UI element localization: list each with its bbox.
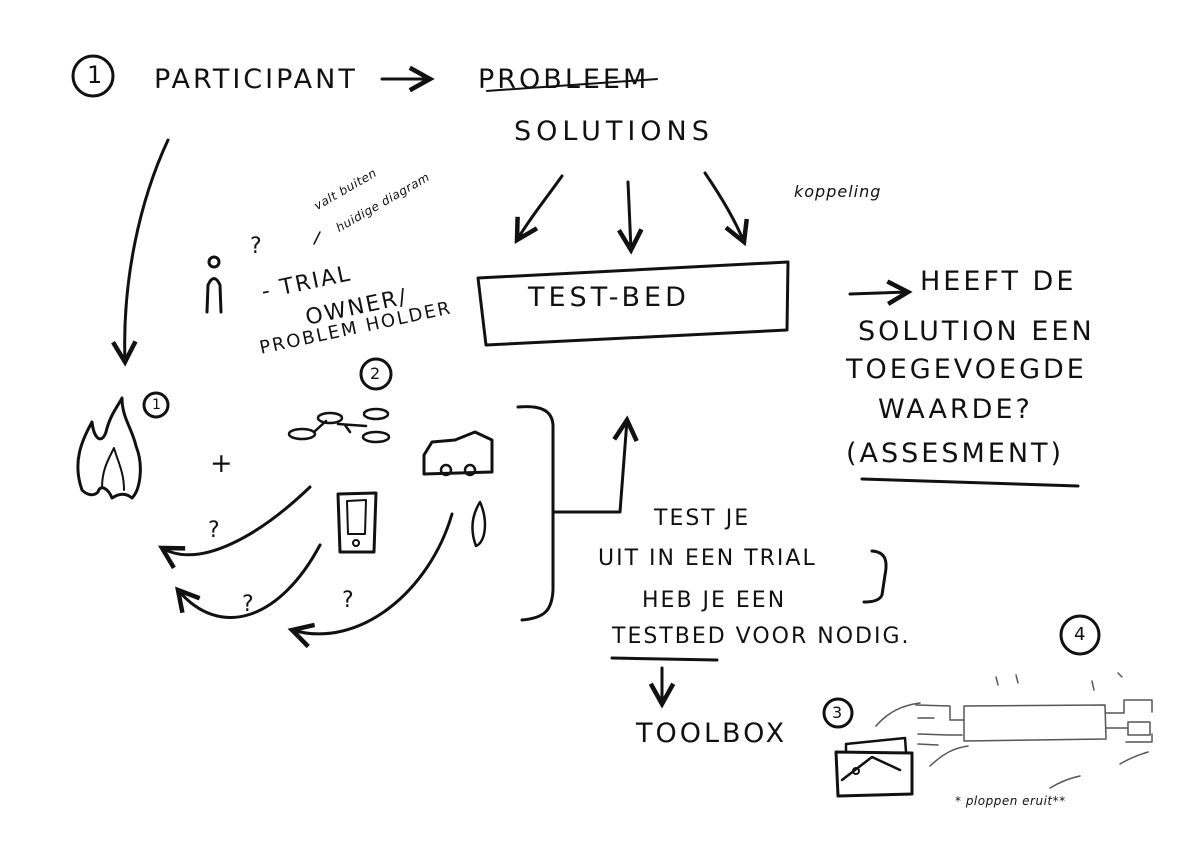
- marker-four-circle: [1059, 614, 1101, 656]
- assessment-line3: TOEGEVOEGDE: [846, 354, 1087, 385]
- connector-bar: [963, 704, 1107, 742]
- testbed-underline: [610, 656, 719, 662]
- car-icon: [422, 430, 494, 476]
- solutions-label: SOLUTIONS: [514, 116, 714, 147]
- marker-three-circle: [822, 697, 854, 729]
- assessment-line2: SOLUTION EEN: [858, 316, 1095, 347]
- drone-icon: [287, 407, 391, 444]
- assessment-underline: [860, 477, 1080, 488]
- person-icon-body: [205, 277, 223, 314]
- toolbox-icon-handle: [840, 755, 902, 782]
- marker-one-circle: [142, 391, 170, 419]
- note-bracket: [862, 549, 888, 604]
- solutions-bracket: [516, 405, 555, 622]
- marker-two-circle: [359, 357, 393, 391]
- curve-arrow-one: [162, 485, 312, 555]
- marker-three-number: 3: [832, 703, 843, 722]
- motion-lines-top: [995, 672, 1123, 691]
- participant-down-arrow: [125, 138, 170, 362]
- assessment-arrow: [848, 292, 908, 294]
- plus-sign: +: [210, 448, 236, 479]
- tablet-button: [352, 539, 360, 547]
- assessment-line1: HEEFT DE: [920, 266, 1077, 297]
- person-figure-icon: [471, 500, 487, 548]
- test-note-line2: UIT IN EEN TRIAL: [598, 546, 817, 571]
- curve-arrow-two: [178, 543, 322, 619]
- fire-icon-inner: [101, 447, 125, 491]
- tablet-icon: [336, 491, 378, 554]
- owner-question-mark: ?: [250, 234, 264, 259]
- toolbox-icon: [834, 750, 914, 798]
- solutions-arrow-right: [703, 171, 744, 242]
- koppeling-note: koppeling: [794, 182, 882, 201]
- motion-arc-left: [875, 702, 969, 767]
- fire-icon: [76, 396, 142, 500]
- car-wheel-front: [439, 463, 453, 477]
- test-bed-box: [476, 260, 790, 347]
- bracket-connector: [551, 420, 627, 514]
- plug-left: [915, 704, 965, 746]
- participant-label: PARTICIPANT: [154, 64, 358, 95]
- question-mark-two: ?: [242, 592, 256, 617]
- test-note-line3: HEB JE EEN: [642, 588, 787, 613]
- marker-two-number: 2: [370, 364, 381, 383]
- problem-label: PROBLEEM: [478, 64, 650, 95]
- test-bed-label: TEST-BED: [528, 282, 690, 313]
- test-note-line4: TESTBED VOOR NODIG.: [612, 624, 911, 649]
- curve-arrow-three: [292, 512, 454, 634]
- plug-right: [1105, 699, 1153, 743]
- toolbox-label: TOOLBOX: [636, 718, 788, 749]
- person-icon: [207, 255, 221, 269]
- question-mark-three: ?: [342, 588, 356, 613]
- tablet-screen: [346, 499, 367, 535]
- annotation-tick: [313, 231, 321, 245]
- assessment-line4: WAARDE?: [878, 394, 1033, 425]
- car-wheel-rear: [463, 463, 477, 477]
- solutions-arrow-middle: [628, 180, 631, 250]
- toolbox-icon-knob: [852, 767, 860, 775]
- marker-one-number: 1: [152, 397, 161, 413]
- motion-arc-right: [1049, 751, 1149, 789]
- test-note-line1: TEST JE: [654, 506, 751, 531]
- step-one-number: 1: [87, 61, 103, 89]
- question-mark-one: ?: [208, 518, 222, 543]
- assessment-line5: (ASSESMENT): [846, 438, 1065, 469]
- toolbox-icon-lid: [844, 736, 908, 754]
- marker-four-number: 4: [1074, 624, 1086, 645]
- step-one-circle: [71, 54, 115, 98]
- footnote-label: * ploppen eruit**: [955, 794, 1066, 808]
- solutions-arrow-left: [517, 174, 564, 240]
